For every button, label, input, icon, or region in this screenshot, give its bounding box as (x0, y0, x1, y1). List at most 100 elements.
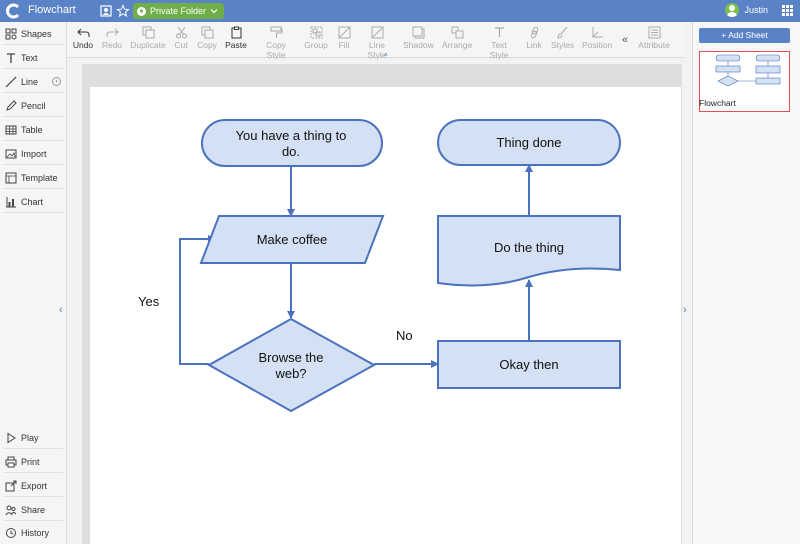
chart-icon (6, 196, 16, 207)
node-coffee-text: Make coffee (257, 232, 328, 247)
copy-icon (201, 26, 213, 39)
connector-yes-loop[interactable] (179, 235, 216, 365)
fill-icon (338, 26, 351, 39)
node-done[interactable]: Thing done (437, 119, 621, 166)
undo-icon (76, 28, 89, 37)
sidebar-item-print[interactable]: Print (3, 451, 63, 473)
brush-icon (556, 26, 567, 39)
line-icon (5, 76, 17, 87)
sheet-thumbnail-preview (715, 54, 781, 87)
node-done-text: Thing done (496, 135, 561, 150)
sidebar-item-export[interactable]: Export (3, 475, 63, 497)
line-style-button[interactable]: Line Style (359, 26, 395, 60)
sidebar-item-table[interactable]: Table (3, 119, 63, 141)
add-sheet-button[interactable]: + Add Sheet (699, 28, 790, 43)
paste-button[interactable]: Paste (225, 26, 247, 50)
expand-left-panel-icon[interactable]: ‹ (59, 304, 63, 316)
export-icon (5, 480, 17, 491)
attribute-button[interactable]: Attribute (637, 26, 671, 50)
sidebar-item-import[interactable]: Import (3, 143, 63, 165)
sidebar-item-pencil[interactable]: Pencil (3, 95, 63, 117)
top-bar: Flowchart ● Private Folder Justin (0, 0, 800, 22)
sidebar-item-label: Shapes (21, 28, 52, 39)
sheets-panel: + Add Sheet Flowchart (692, 22, 800, 544)
link-button[interactable]: Link (526, 26, 542, 50)
sidebar-item-label: Line (21, 76, 39, 87)
sidebar-item-chart[interactable]: Chart (3, 191, 63, 213)
table-icon (5, 125, 17, 134)
sidebar-item-label: Pencil (21, 100, 46, 111)
document-title[interactable]: Flowchart (28, 4, 76, 16)
user-menu[interactable]: Justin (725, 3, 768, 17)
play-icon (7, 432, 16, 443)
position-button[interactable]: Position (582, 26, 612, 50)
sidebar-item-label: Table (21, 124, 43, 135)
position-icon (592, 27, 603, 38)
copy-button[interactable]: Copy (197, 26, 217, 50)
line-options-icon[interactable]: › (52, 77, 61, 86)
sidebar-item-shapes[interactable]: Shapes (3, 23, 63, 45)
collapse-toolbar-icon[interactable]: « (621, 34, 629, 46)
history-icon (6, 528, 16, 538)
avatar (725, 3, 740, 17)
sidebar-item-play[interactable]: Play (3, 427, 63, 449)
sidebar-item-template[interactable]: Template (3, 167, 63, 189)
shadow-button[interactable]: Shadow (403, 26, 434, 50)
folder-icon: ● (137, 6, 146, 16)
redo-button[interactable]: Redo (101, 26, 123, 50)
fill-button[interactable]: Fill (338, 26, 351, 50)
node-doit[interactable]: Do the thing (437, 215, 621, 287)
template-icon (5, 172, 17, 183)
user-name: Justin (744, 5, 768, 15)
star-icon[interactable] (116, 4, 130, 18)
sheet-name[interactable]: Flowchart (699, 98, 736, 108)
cut-button[interactable]: Cut (174, 26, 188, 50)
sidebar-item-label: Text (21, 52, 38, 63)
toolbar-collapse-caret-icon[interactable]: ^ (384, 52, 388, 61)
print-icon (5, 456, 17, 467)
text-style-icon (494, 27, 504, 37)
apps-grid-icon[interactable] (782, 5, 793, 16)
undo-button[interactable]: Undo (72, 26, 94, 50)
arrange-icon (451, 26, 463, 39)
duplicate-button[interactable]: Duplicate (129, 26, 167, 50)
image-icon (5, 149, 17, 158)
sheet-thumbnail[interactable] (699, 51, 790, 112)
copy-style-button[interactable]: Copy Style (256, 26, 296, 60)
sidebar-item-label: Export (21, 480, 48, 491)
expand-right-panel-icon[interactable]: › (683, 304, 687, 316)
folder-dropdown[interactable]: ● Private Folder (133, 3, 225, 19)
sidebar-item-label: History (21, 528, 50, 538)
attribute-icon (648, 26, 660, 39)
label-no[interactable]: No (396, 328, 413, 343)
app-logo-icon[interactable] (6, 3, 22, 19)
group-button[interactable]: Group (304, 26, 328, 50)
link-icon (530, 26, 538, 39)
sidebar-item-history[interactable]: History (3, 522, 63, 544)
arrange-button[interactable]: Arrange (442, 26, 472, 50)
document-info-icon[interactable] (99, 4, 113, 18)
clipboard-icon (231, 26, 241, 39)
sidebar-item-share[interactable]: Share (3, 499, 63, 521)
sidebar-item-label: Import (21, 148, 47, 159)
paint-roller-icon (270, 26, 282, 38)
label-yes[interactable]: Yes (138, 294, 160, 309)
sidebar-item-line[interactable]: Line › (3, 71, 63, 93)
sidebar-item-label: Share (21, 504, 46, 515)
pencil-icon (6, 99, 17, 111)
left-sidebar: Shapes Text Line › Pencil Table Import T… (0, 22, 67, 544)
sidebar-item-text[interactable]: Text (3, 47, 63, 69)
styles-button[interactable]: Styles (551, 26, 574, 50)
text-style-button[interactable]: Text Style (481, 26, 517, 60)
node-coffee[interactable]: Make coffee (199, 215, 385, 264)
sidebar-item-label: Template (21, 172, 58, 183)
chevron-down-icon (210, 9, 218, 14)
shadow-icon (412, 26, 424, 39)
node-okay[interactable]: Okay then (437, 340, 621, 389)
scissors-icon (175, 26, 187, 39)
